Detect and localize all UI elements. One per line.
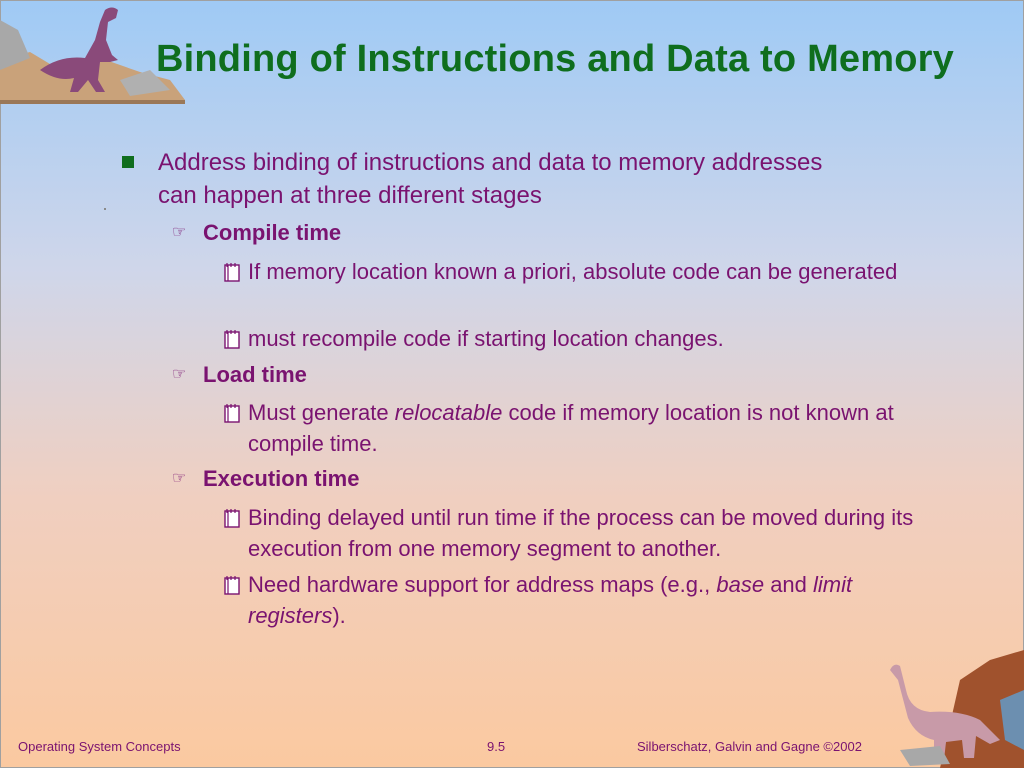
dinosaur-illustration-bottom-right <box>890 650 1024 768</box>
decorative-speck <box>104 208 106 210</box>
stage-item-text: must recompile code if starting location… <box>248 326 724 351</box>
text-part: Must generate <box>248 400 395 425</box>
emphasis-limit-registers: limit registers <box>248 572 853 628</box>
notebook-icon <box>224 330 240 349</box>
stage-label: Execution time <box>203 466 360 491</box>
square-bullet-icon <box>122 156 134 168</box>
pointing-hand-icon: ☞ <box>172 366 187 383</box>
stage-item-text: Need hardware support for address maps (… <box>248 569 918 631</box>
main-bullet-text: Address binding of instructions and data… <box>158 149 823 209</box>
footer-page-number: 9.5 <box>487 739 506 754</box>
dinosaur-illustration-top-left <box>0 7 185 104</box>
notebook-icon <box>224 263 240 282</box>
text-part: ). <box>332 603 346 628</box>
notebook-icon <box>224 509 240 528</box>
stage-label: Load time <box>203 362 307 387</box>
stage-item-text: Binding delayed until run time if the pr… <box>248 505 914 561</box>
footer-copyright: Silberschatz, Galvin and Gagne ©2002 <box>637 739 862 754</box>
slide-title: Binding of Instructions and Data to Memo… <box>156 38 954 80</box>
notebook-icon <box>224 576 240 595</box>
pointing-hand-icon: ☞ <box>172 224 187 241</box>
pointing-hand-icon: ☞ <box>172 470 187 487</box>
text-part: Need hardware support for address maps (… <box>248 572 717 597</box>
emphasis-relocatable: relocatable <box>394 400 503 425</box>
stage-item-text: Must generate relocatable code if memory… <box>248 397 918 459</box>
footer-book-title: Operating System Concepts <box>18 739 181 754</box>
stage-label: Compile time <box>203 220 342 245</box>
stage-item-text: If memory location known a priori, absol… <box>248 259 898 284</box>
notebook-icon <box>224 404 240 423</box>
emphasis-base: base <box>716 572 765 597</box>
text-part: and <box>764 572 814 597</box>
text-part: code if memory location is not known at … <box>248 400 894 456</box>
